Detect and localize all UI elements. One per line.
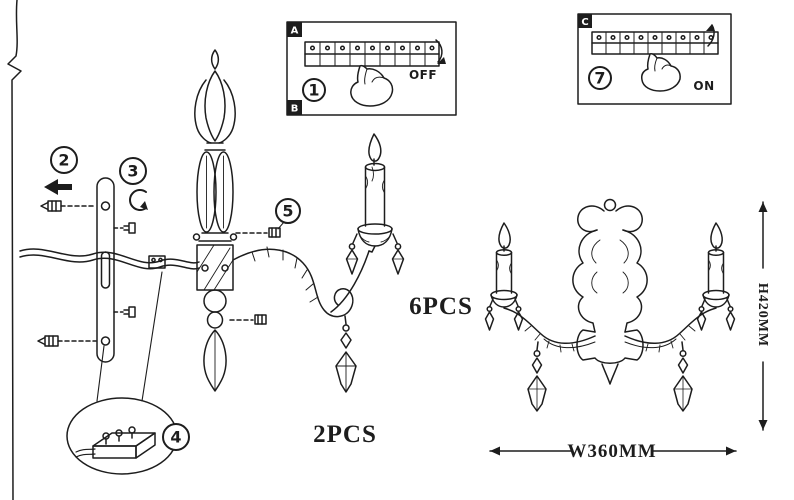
large-crystal-pendant	[335, 315, 357, 393]
lamp-arm	[232, 246, 370, 318]
step-7-marker	[588, 66, 612, 90]
step-3-number: 3	[127, 162, 138, 181]
supply-wires	[19, 248, 200, 270]
rotate-direction-arrow-icon	[435, 39, 446, 64]
width-dimension-label: W360MM	[567, 441, 656, 462]
height-dimension-arrow	[758, 201, 768, 431]
step-2-number: 2	[58, 151, 69, 170]
callout-leader-lines	[96, 271, 163, 402]
step-4-number: 4	[170, 428, 181, 447]
wall-anchor-bottom	[37, 335, 97, 347]
rotate-direction-arrow-icon	[706, 24, 715, 47]
large-crystal-count: 2PCS	[313, 421, 377, 448]
assembled-sconce	[484, 198, 736, 412]
width-dimension-arrow	[489, 446, 737, 456]
step-7-number: 7	[594, 69, 605, 88]
corner-tab-a: A	[291, 26, 299, 37]
body-screw-top	[235, 221, 285, 238]
step-3-marker	[119, 157, 147, 185]
height-dimension-label: H420MM	[755, 283, 770, 347]
plate-screw-top	[113, 222, 136, 234]
insert-anchor-arrow-icon	[44, 179, 72, 195]
step-4-marker	[162, 423, 190, 451]
pointing-hand-icon	[350, 65, 394, 107]
switch-on-label: ON	[693, 79, 714, 93]
corner-tab-b: B	[291, 104, 299, 115]
step-2-marker	[50, 146, 78, 174]
small-crystal-count: 6PCS	[409, 293, 473, 320]
candle-and-bobeche	[345, 133, 405, 275]
switch-off-label: OFF	[409, 68, 437, 82]
step-5-number: 5	[282, 202, 293, 221]
body-screw-bottom	[229, 314, 267, 325]
step-5-marker	[275, 198, 301, 224]
plate-screw-bottom	[113, 306, 136, 318]
corner-tab-c: C	[581, 17, 588, 28]
wall-anchor-top	[40, 200, 97, 212]
terminal-block-callout	[66, 397, 178, 475]
c-clip-rotate-icon	[129, 189, 148, 211]
mounting-plate	[96, 177, 115, 363]
lamp-body-column	[192, 49, 238, 392]
wall-line	[7, 0, 22, 500]
step-1-marker	[302, 78, 326, 102]
pointing-hand-icon	[641, 53, 681, 92]
step-1-number: 1	[308, 81, 319, 100]
